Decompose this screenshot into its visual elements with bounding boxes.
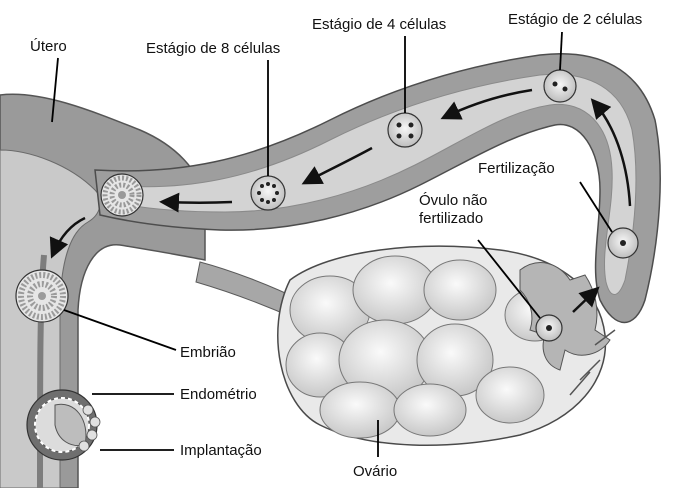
- two-cell-stage: [544, 70, 576, 102]
- label-stage-2-cells: Estágio de 2 células: [508, 11, 642, 28]
- embryo-blastocyst: [16, 270, 68, 322]
- morula: [101, 174, 143, 216]
- label-fertilizacao: Fertilização: [478, 160, 555, 177]
- fertilization-cell: [608, 228, 638, 258]
- leader-embriao: [64, 310, 176, 350]
- eight-cell-stage: [251, 176, 285, 210]
- label-endometrio: Endométrio: [180, 386, 257, 403]
- label-stage-8-cells: Estágio de 8 células: [146, 40, 280, 57]
- implantation-site: [27, 390, 100, 460]
- label-utero: Útero: [30, 38, 67, 55]
- unfertilized-ovum: [536, 315, 562, 341]
- label-implantacao: Implantação: [180, 442, 262, 459]
- label-ovario: Ovário: [353, 463, 397, 480]
- label-stage-4-cells: Estágio de 4 células: [312, 16, 446, 33]
- label-ovulo-line1: Óvulo não: [419, 192, 487, 209]
- four-cell-stage: [388, 113, 422, 147]
- label-embriao: Embrião: [180, 344, 236, 361]
- label-ovulo-line2: fertilizado: [419, 210, 483, 227]
- arrow-to-morula: [164, 202, 232, 203]
